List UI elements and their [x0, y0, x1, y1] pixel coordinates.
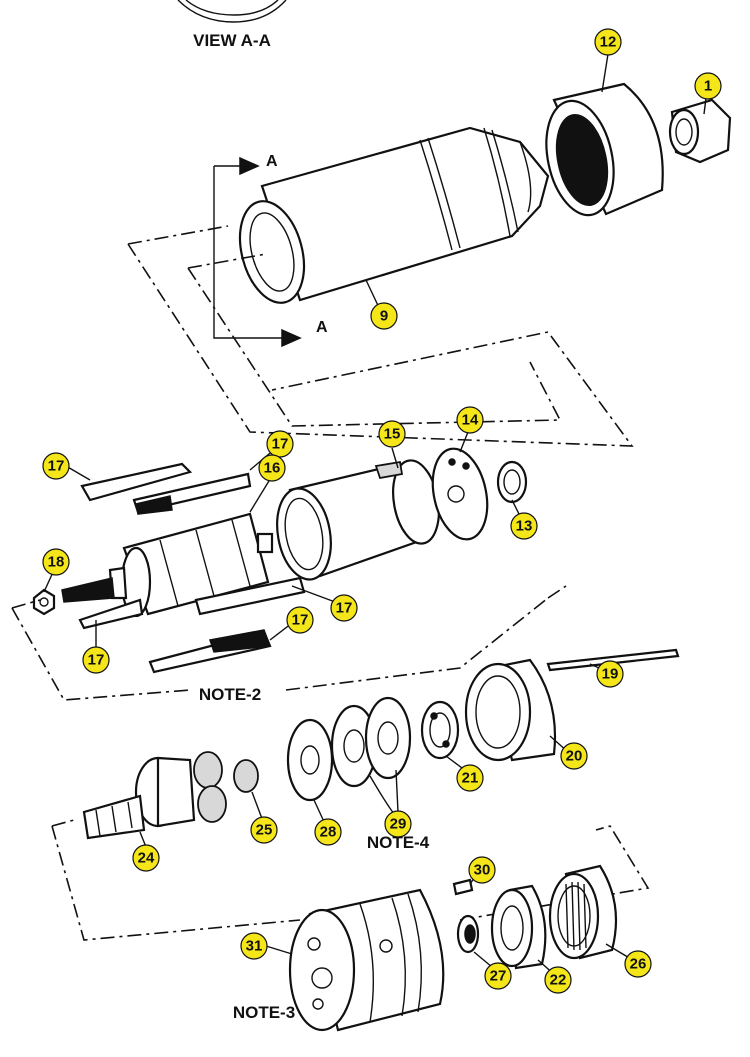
housing-part-9	[238, 126, 550, 304]
callout-13: 13	[510, 512, 538, 540]
callout-label: 22	[550, 972, 567, 989]
callout-label: 28	[320, 824, 337, 841]
view-title: VIEW A-A	[193, 31, 271, 50]
callout-label: 31	[246, 938, 263, 955]
bearing-part-22	[490, 884, 547, 970]
callout-18: 18	[42, 548, 70, 576]
callout-22: 22	[544, 966, 572, 994]
arrow-icon	[281, 328, 302, 348]
arrow-icon	[239, 156, 260, 176]
washers-part-28-29	[286, 696, 412, 817]
section-line-aa	[213, 156, 302, 348]
view-aa-fragment	[177, 0, 287, 23]
callout-15: 15	[378, 420, 406, 448]
callout-31: 31	[240, 932, 268, 960]
callout-21: 21	[456, 764, 484, 792]
note-2-label: NOTE-2	[199, 685, 261, 704]
callout-label: 18	[48, 554, 65, 571]
callout-27: 27	[484, 962, 512, 990]
callout-9: 9	[370, 302, 398, 330]
callout-17e: 17	[82, 646, 110, 674]
assembly-outline-1	[127, 225, 634, 447]
callout-label: 20	[566, 748, 583, 765]
callout-label: 15	[384, 426, 401, 443]
callout-label: 25	[256, 822, 273, 839]
callout-label: 29	[390, 816, 407, 833]
callout-label: 12	[600, 34, 617, 51]
callout-1: 1	[694, 72, 722, 100]
callout-label: 13	[516, 518, 533, 535]
rotor-part-16	[61, 512, 274, 618]
cap-part-12	[545, 82, 664, 217]
note-4-label: NOTE-4	[367, 833, 430, 852]
callout-28: 28	[314, 818, 342, 846]
pin-part-30	[452, 878, 474, 896]
callout-label: 17	[48, 458, 65, 475]
callout-label: 14	[462, 412, 479, 429]
fitting-part-1	[668, 98, 732, 164]
callout-label: 16	[264, 460, 281, 477]
gears-part-25	[193, 751, 259, 823]
needle-bearing-part-26	[548, 864, 618, 960]
housing-part-31	[288, 888, 445, 1032]
callout-label: 27	[490, 968, 507, 985]
callout-19: 19	[596, 660, 624, 688]
section-mark-top: A	[266, 153, 278, 170]
callout-20: 20	[560, 742, 588, 770]
section-mark-bottom: A	[316, 319, 328, 336]
assembly-outline-3	[51, 819, 650, 941]
callout-25: 25	[250, 816, 278, 844]
callout-24: 24	[132, 844, 160, 872]
callout-label: 26	[630, 956, 647, 973]
seal-part-27	[456, 914, 480, 954]
pin-part-19	[546, 648, 680, 672]
ring-part-20	[464, 658, 557, 762]
callouts: 12 1 9 15 14 17 17 16 13 18 17 17 17 19 …	[42, 28, 722, 994]
callout-17c: 17	[330, 594, 358, 622]
callout-14: 14	[456, 406, 484, 434]
callout-17a: 17	[42, 452, 70, 480]
callout-label: 17	[292, 612, 309, 629]
callout-16: 16	[258, 454, 286, 482]
callout-label: 30	[474, 862, 491, 879]
note-3-label: NOTE-3	[233, 1003, 295, 1022]
callout-30: 30	[468, 856, 496, 884]
callout-29: 29	[384, 810, 412, 838]
callout-label: 21	[462, 770, 479, 787]
callout-label: 1	[704, 78, 712, 95]
callout-label: 24	[138, 850, 155, 867]
cylinder-part-15	[276, 459, 440, 581]
vanes-part-17	[78, 462, 306, 674]
callout-label: 17	[88, 652, 105, 669]
carrier-part-24	[82, 756, 196, 840]
callout-12: 12	[594, 28, 622, 56]
callout-label: 9	[380, 308, 388, 325]
bearing-part-13	[496, 460, 528, 504]
callout-17b: 17	[266, 430, 294, 458]
bearing-part-21	[420, 700, 460, 760]
callout-17d: 17	[286, 606, 314, 634]
callout-26: 26	[624, 950, 652, 978]
callout-label: 19	[602, 666, 619, 683]
endplate-part-14	[431, 447, 489, 541]
callout-label: 17	[272, 436, 289, 453]
callout-label: 17	[336, 600, 353, 617]
nut-part-18	[32, 588, 56, 616]
